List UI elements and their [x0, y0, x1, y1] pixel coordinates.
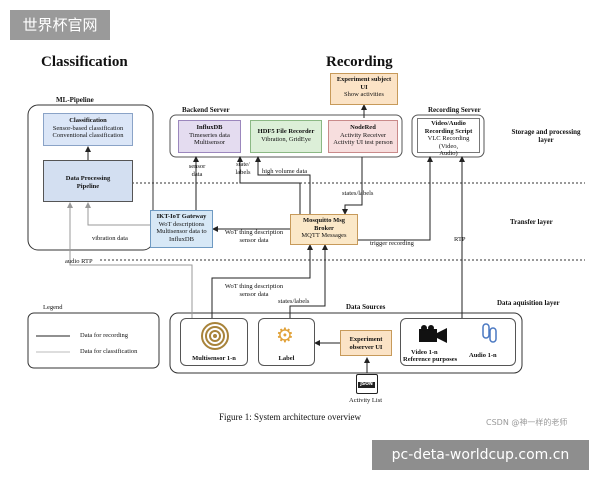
classification-box-line1: Sensor-based classification	[52, 124, 124, 132]
storage-layer-label: Storage and processing layer	[511, 128, 581, 144]
edge-audio-rtp: audio RTP	[65, 258, 93, 265]
hdf5-recorder-box[interactable]: HDF5 File Recorder Vibration, GridEye	[250, 120, 322, 153]
nodered-line2: Activity UI test person	[333, 139, 393, 146]
acquisition-layer-label: Data aquisition layer	[497, 299, 560, 307]
recording-script-box[interactable]: Video/Audio Recording Script VLC Recordi…	[417, 118, 480, 157]
legend-recording-text: Data for recording	[80, 332, 129, 339]
edge-high-volume: high volume data	[262, 168, 308, 175]
video-audio-card[interactable]: Video 1-n Reference purposes Audio 1-n	[400, 318, 516, 366]
edge-trigger-recording: trigger recording	[370, 240, 414, 247]
edge-wot-bottom: WoT thing description sensor data	[224, 283, 284, 298]
multisensor-card[interactable]: Multisensor 1-n	[180, 318, 248, 366]
video-label: Video 1-n	[411, 349, 438, 356]
classification-box[interactable]: Classification Sensor-based classificati…	[43, 113, 133, 146]
recording-server-group	[411, 114, 485, 158]
csdn-mark: CSDN @神一样的老师	[486, 418, 568, 427]
classification-heading: Classification	[41, 54, 128, 70]
recording-server-title: Recording Server	[428, 106, 481, 114]
classification-box-title: Classification	[69, 117, 107, 124]
ml-pipeline-title: ML-Pipeline	[56, 96, 94, 104]
observer-ui-title: Experiment observer UI	[349, 336, 383, 351]
experiment-subject-line1: Show activities	[344, 91, 384, 98]
processing-box[interactable]: Data Processing Pipeline	[43, 160, 133, 202]
observer-ui-box[interactable]: Experiment observer UI	[340, 330, 392, 356]
activity-list-label: Activity List	[349, 397, 383, 404]
gateway-line2: Multisensor data to	[156, 228, 207, 235]
backend-server-title: Backend Server	[182, 106, 230, 114]
legend-container	[27, 312, 160, 369]
gateway-title: IKT-IoT Gateway	[156, 213, 207, 220]
gateway-box[interactable]: IKT-IoT Gateway WoT descriptions Multise…	[150, 210, 213, 248]
data-sources-container	[169, 312, 523, 374]
watermark-bottom: pc-deta-worldcup.com.cn	[372, 440, 589, 470]
hdf5-line1: Vibration, GridEye	[261, 135, 311, 143]
json-icon-text: JSON	[358, 382, 375, 388]
edge-rtp: RTP	[454, 236, 466, 243]
influxdb-title: InfluxDB	[196, 124, 223, 131]
nodered-line1: Activity Receiver	[339, 131, 387, 139]
classification-box-line2: Conventional classification	[52, 132, 124, 139]
gateway-line1: WoT descriptions	[158, 220, 205, 228]
ml-pipeline-container	[27, 104, 154, 251]
video-camera-icon	[419, 325, 447, 343]
recording-script-title: Video/Audio Recording Script	[424, 120, 473, 135]
influxdb-box[interactable]: InfluxDB Timeseries data Multisensor	[178, 120, 241, 153]
hdf5-title: HDF5 File Recorder	[257, 128, 315, 135]
microphone-icon	[482, 323, 497, 343]
edge-states-labels-bottom: states/labels	[278, 298, 310, 305]
label-card[interactable]: ⚙ Label	[258, 318, 315, 366]
legend-title: Legend	[43, 304, 63, 311]
edge-sensor-data: sensor data	[188, 163, 206, 178]
figure-caption: Figure 1: System architecture overview	[219, 412, 361, 422]
mosquitto-box[interactable]: Mosquitto Msg Broker MQTT Messages	[290, 214, 358, 245]
backend-server-group	[169, 114, 403, 158]
video-sub-label: Reference purposes	[403, 356, 458, 363]
influxdb-line2: Multisensor	[193, 139, 226, 146]
experiment-subject-box[interactable]: Experiment subject UI Show activities	[330, 73, 398, 105]
influxdb-line1: Timeseries data	[189, 131, 230, 139]
recording-script-line1: VLC Recording (Video,	[427, 135, 470, 150]
edge-state-labels: state/ labels	[235, 161, 251, 176]
label-card-text: Label	[278, 355, 295, 362]
recording-heading: Recording	[326, 54, 393, 70]
recording-script-line2: Audio)	[439, 150, 458, 157]
experiment-subject-title: Experiment subject UI	[336, 76, 392, 91]
json-file-icon: JSON	[356, 374, 378, 394]
sensor-icon	[201, 322, 229, 350]
watermark-top: 世界杯官网	[10, 10, 110, 40]
edge-states-labels-mid: states/labels	[342, 190, 374, 197]
nodered-box[interactable]: NodeRed Activity Receiver Activity UI te…	[328, 120, 398, 153]
data-sources-title: Data Sources	[346, 303, 386, 311]
mosquitto-title: Mosquitto Msg Broker	[302, 217, 346, 232]
nodered-title: NodeRed	[350, 124, 376, 131]
audio-label: Audio 1-n	[469, 352, 497, 359]
multisensor-label: Multisensor 1-n	[192, 355, 236, 362]
legend-classification-text: Data for classification	[80, 348, 138, 355]
mosquitto-line1: MQTT Messages	[301, 232, 347, 239]
transfer-layer-label: Transfer layer	[510, 218, 553, 226]
processing-box-title: Data Processing Pipeline	[65, 175, 111, 190]
edge-wot-mid: WoT thing description sensor data	[224, 229, 284, 244]
gear-icon: ⚙	[276, 323, 294, 347]
edge-vibration-data: vibration data	[92, 235, 128, 242]
gateway-line3: InfluxDB	[169, 235, 194, 243]
